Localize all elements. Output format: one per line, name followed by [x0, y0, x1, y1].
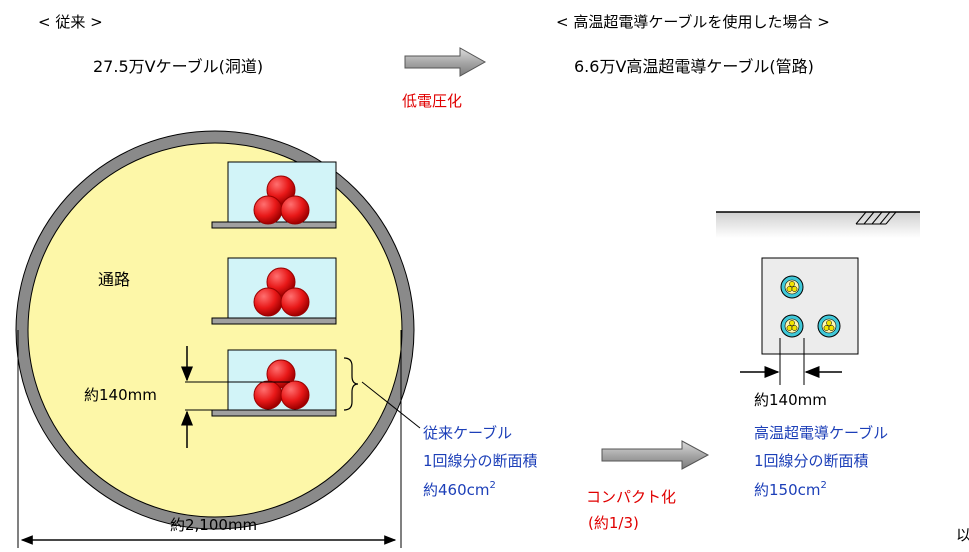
- hts-cable-bottom-right: [817, 314, 841, 338]
- conductor: [253, 287, 283, 317]
- conventional-area-superscript: 2: [490, 480, 496, 491]
- hts-width-label: 約140mm: [754, 391, 827, 409]
- conductor: [266, 359, 296, 389]
- ground-hatch-icon: [716, 211, 920, 238]
- conventional-dimension: [181, 346, 290, 448]
- cable-box-upper: [211, 161, 337, 229]
- cable-box-lower: [211, 349, 337, 417]
- cable-box-middle: [211, 257, 337, 325]
- compact-ratio-label: (約1/3): [588, 514, 639, 532]
- header-conventional: < 従来 >: [38, 13, 103, 31]
- hts-area-line1: 高温超電導ケーブル: [754, 424, 888, 442]
- hts-duct: [761, 257, 859, 355]
- subtitle-conventional-cable: 27.5万Vケーブル(洞道): [93, 57, 263, 76]
- passage-label: 通路: [98, 270, 130, 289]
- conventional-area-line1: 従来ケーブル: [423, 424, 512, 442]
- arrow-right-icon: [404, 47, 487, 77]
- conventional-width-label: 約140mm: [84, 386, 157, 404]
- header-hts: < 高温超電導ケーブルを使用した場合 >: [556, 13, 830, 31]
- tunnel-diameter-label: 約2,100mm: [170, 516, 257, 534]
- compact-label: コンパクト化: [586, 488, 676, 506]
- hts-cable-top: [780, 275, 804, 299]
- hts-dimension: [740, 338, 842, 385]
- conductor: [280, 287, 310, 317]
- hts-area-line2: 1回線分の断面積: [754, 452, 869, 470]
- conventional-area-line2: 1回線分の断面積: [423, 452, 538, 470]
- conductor: [253, 380, 283, 410]
- conductor: [280, 380, 310, 410]
- voltage-reduction-label: 低電圧化: [402, 92, 462, 110]
- subtitle-hts-cable: 6.6万V高温超電導ケーブル(管路): [574, 57, 814, 76]
- hts-area-superscript: 2: [821, 480, 827, 491]
- edge-text: 以: [956, 526, 969, 544]
- arrow-right-icon: [601, 440, 710, 470]
- conventional-area-value-line: 約460cm2: [423, 480, 496, 499]
- hts-area-value-line: 約150cm2: [754, 480, 827, 499]
- conductor: [253, 195, 283, 225]
- hts-cable-bottom-left: [780, 314, 804, 338]
- diameter-dimension: [17, 330, 402, 548]
- conductor: [280, 195, 310, 225]
- curly-brace-icon: [343, 357, 421, 429]
- tunnel-cross-section: [15, 130, 415, 530]
- hts-area-value: 約150cm: [754, 481, 821, 499]
- conventional-area-value: 約460cm: [423, 481, 490, 499]
